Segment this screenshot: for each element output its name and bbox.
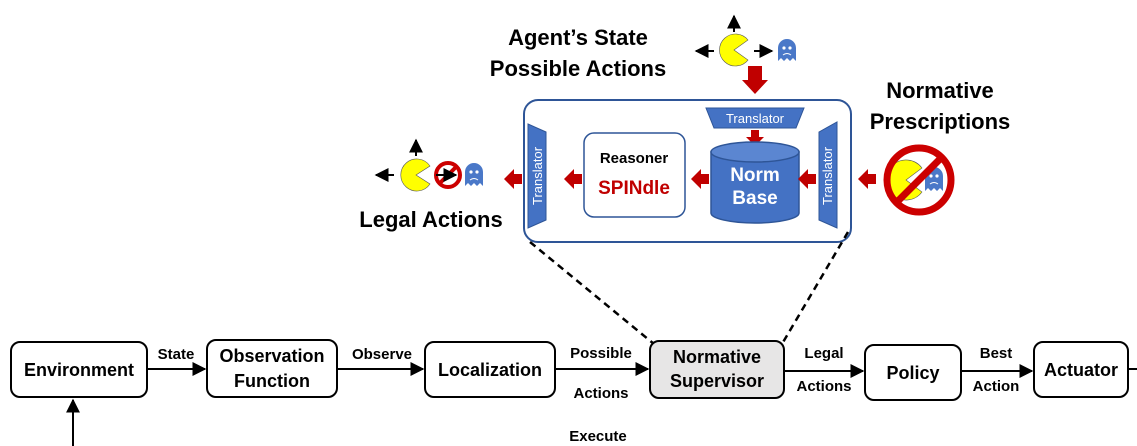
edge-label-legal: Legal (804, 345, 843, 362)
red-arrow-translator-base (798, 169, 816, 189)
policy-box (864, 344, 962, 401)
normative-supervisor-box (649, 340, 785, 399)
ghost-icon (465, 163, 483, 186)
zoom-line-left (529, 241, 655, 345)
possible-actions-label: Possible Actions (490, 56, 666, 81)
norm-base-label-1: Norm (730, 165, 780, 186)
translator-right-label: Translator (820, 146, 835, 205)
supervisor-detail-panel: Translator Norm Base Translator Translat… (504, 66, 876, 243)
translator-right: Translator (818, 121, 838, 229)
norm-base-label-2: Base (732, 188, 777, 209)
localization-label: Localization (438, 360, 542, 380)
edge-label-state: State (158, 346, 195, 363)
red-arrow-reasoner-translator (564, 169, 582, 189)
supervisor-label-2: Supervisor (670, 371, 764, 391)
agent-state-scene (694, 14, 796, 67)
pacman-icon (719, 33, 749, 67)
legal-actions-label: Legal Actions (359, 207, 502, 232)
actuator-label: Actuator (1044, 360, 1118, 380)
red-arrow-base-reasoner (691, 169, 709, 189)
edge-label-legal-actions: Actions (796, 378, 851, 395)
edge-label-execute: Execute (569, 428, 627, 445)
environment-label: Environment (24, 360, 134, 380)
edge-label-actions: Actions (573, 385, 628, 402)
ghost-icon (778, 39, 796, 61)
agent-state-label: Agent’s State (508, 25, 648, 50)
legal-actions-scene (374, 138, 483, 192)
supervisor-label-1: Normative (673, 347, 761, 367)
red-arrow-legal-out (504, 169, 522, 189)
edge-label-best: Best (980, 345, 1013, 362)
pipeline: Environment Observation Function Localiz… (10, 339, 1137, 446)
observation-label-1: Observation (219, 346, 324, 366)
edge-label-observe: Observe (352, 346, 412, 363)
red-arrow-down-base (746, 130, 764, 146)
translator-top-label: Translator (726, 111, 785, 126)
translator-top: Translator (705, 107, 805, 129)
policy-label: Policy (886, 363, 939, 383)
prohibition-scene (883, 144, 955, 216)
prescriptions-label: Prescriptions (870, 109, 1011, 134)
reasoner-box: Reasoner SPINdle (583, 132, 686, 218)
observation-label-2: Function (234, 371, 310, 391)
pacman-icon (400, 158, 431, 192)
red-arrow-prescriptions-in (858, 169, 876, 189)
red-arrow-down-in (742, 66, 768, 94)
zoom-line-right (780, 231, 850, 345)
translator-left-label: Translator (530, 146, 545, 205)
translator-left: Translator (527, 123, 547, 229)
norm-base-cylinder: Norm Base (710, 141, 800, 224)
edge-label-best-action: Action (973, 378, 1020, 395)
prohibition-icon (883, 144, 955, 216)
normative-label: Normative (886, 78, 994, 103)
reasoner-label: Reasoner (600, 150, 669, 167)
spindle-label: SPINdle (598, 178, 670, 199)
edge-label-possible: Possible (570, 345, 632, 362)
